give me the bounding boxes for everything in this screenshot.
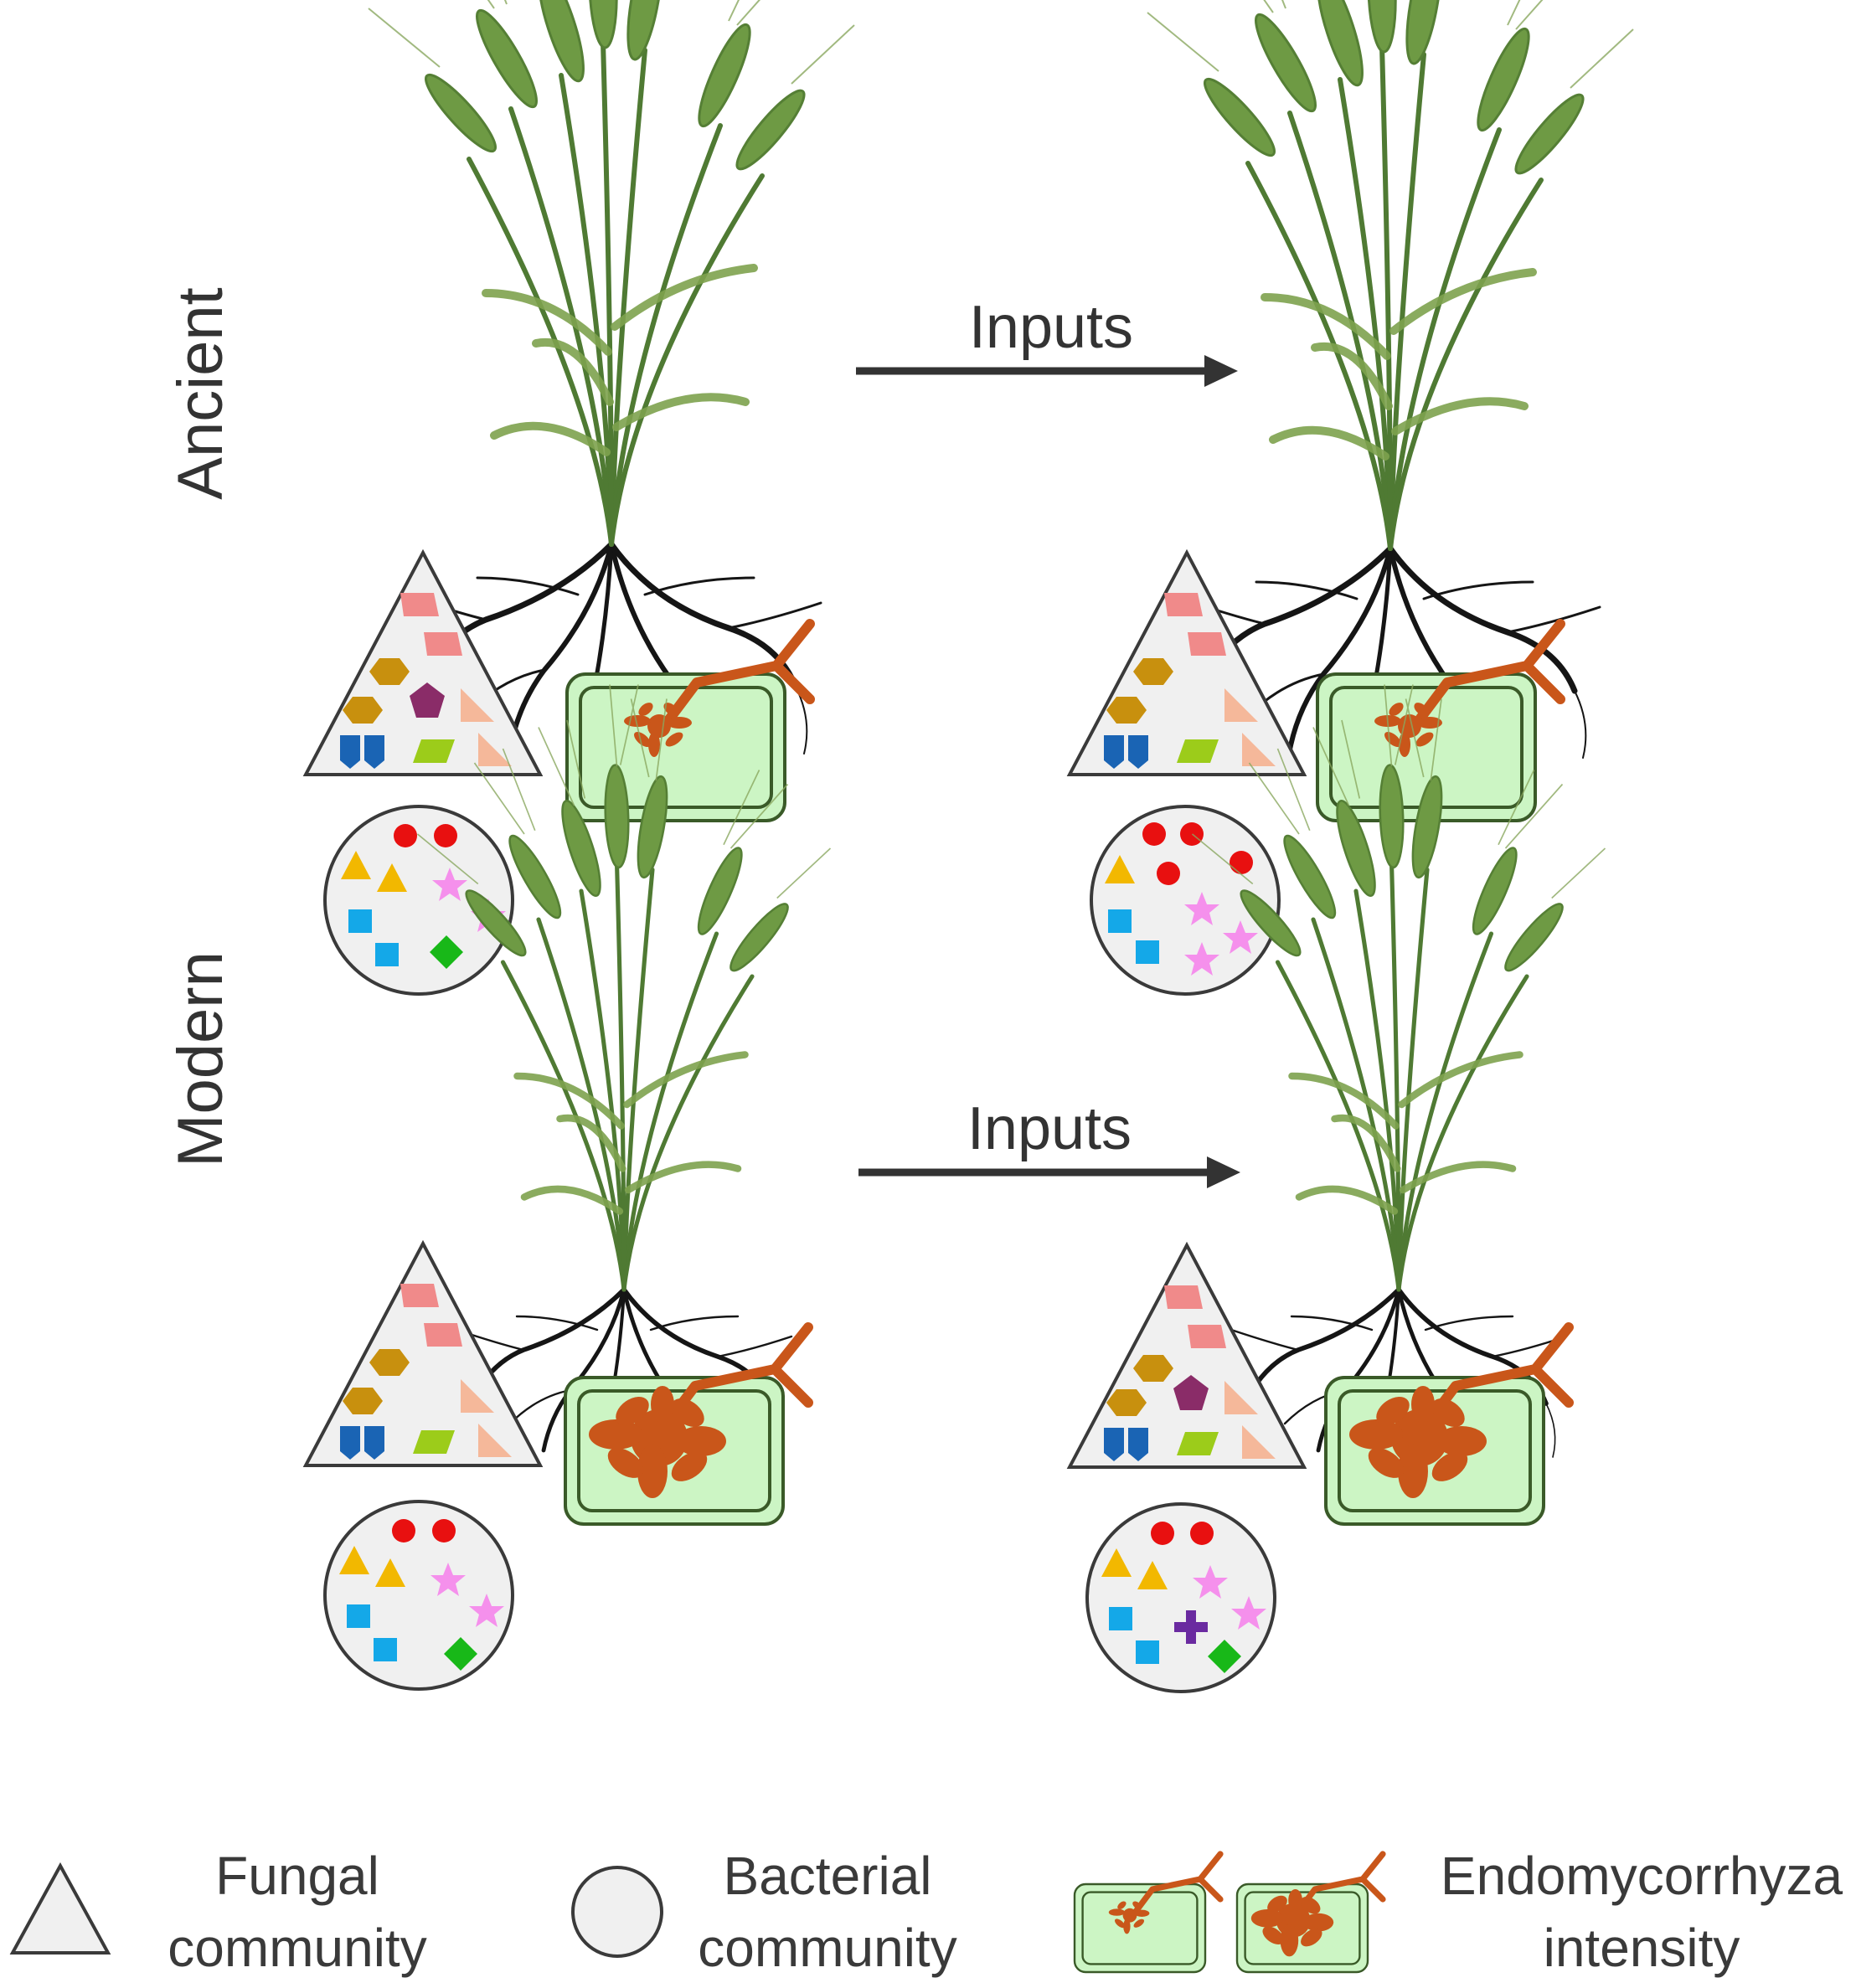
legend-cell-high-icon	[1235, 1854, 1383, 1974]
legend-fungal-line2: community	[168, 1918, 426, 1978]
legend-endomycorrhyza-line1: Endomycorrhyza	[1441, 1846, 1843, 1906]
legend-fungal-line1: Fungal	[215, 1846, 379, 1906]
legend-circle-icon	[571, 1866, 663, 1958]
bacterial-taxon-dot	[434, 824, 457, 847]
bacterial-taxon-square	[1136, 1640, 1159, 1664]
bacterial-circle-icon	[1085, 1502, 1276, 1693]
legend-bacterial-line1: Bacterial	[724, 1846, 932, 1906]
bacterial-taxon-dot	[1157, 862, 1180, 885]
fungal-taxon-trapezoid	[400, 1284, 439, 1307]
legend-endomycorrhyza: Endomycorrhyza intensity	[1073, 1846, 1843, 1978]
fungal-community-modern-after	[1068, 1244, 1306, 1469]
row-label-ancient: Ancient	[165, 287, 236, 500]
bacterial-taxon-square	[1108, 909, 1132, 933]
bacterial-taxon-dot	[1230, 851, 1253, 874]
bacterial-taxon-dot	[394, 824, 417, 847]
row-label-modern: Modern	[165, 951, 236, 1167]
root-cell-modern-before	[564, 1327, 808, 1526]
legend-bacterial: Bacterial community	[571, 1846, 957, 1978]
bacterial-taxon-square	[1136, 940, 1159, 964]
fungal-taxon-trapezoid	[424, 632, 462, 656]
inputs-arrow-modern: Inputs	[858, 1095, 1240, 1188]
fungal-community-ancient-before	[304, 551, 542, 776]
fungal-taxon-trapezoid	[1188, 1325, 1226, 1348]
legend-fungal: Fungal community	[9, 1846, 427, 1978]
bacterial-community-modern-after	[1085, 1502, 1276, 1693]
bacterial-circle-icon	[323, 1500, 514, 1691]
wheat-plant-icon	[369, 0, 854, 544]
bacterial-taxon-dot	[392, 1519, 415, 1543]
fungal-community-modern-before	[304, 1242, 542, 1467]
legend: Fungal community Bacterial community End…	[9, 1846, 1843, 1978]
legend-endomycorrhyza-line2: intensity	[1544, 1918, 1740, 1978]
bacterial-taxon-square	[374, 1638, 397, 1661]
fungal-community-ancient-after	[1068, 551, 1306, 776]
bacterial-taxon-dot	[432, 1519, 456, 1543]
legend-cell-low-icon	[1073, 1854, 1220, 1974]
fungal-taxon-trapezoid	[1164, 593, 1203, 616]
wheat-plant-icon	[1147, 0, 1633, 549]
bacterial-taxon-dot	[1142, 822, 1166, 846]
bacterial-taxon-square	[1109, 1607, 1132, 1630]
bacterial-taxon-dot	[1180, 822, 1204, 846]
bacterial-taxon-square	[375, 943, 399, 966]
fungal-taxon-trapezoid	[400, 593, 439, 616]
fungal-taxon-trapezoid	[1164, 1285, 1203, 1309]
inputs-label: Inputs	[969, 294, 1133, 361]
root-cell-modern-after	[1324, 1327, 1569, 1526]
inputs-label: Inputs	[967, 1095, 1132, 1162]
root-cell-icon	[565, 672, 786, 822]
bacterial-taxon-square	[348, 909, 372, 933]
legend-bacterial-line2: community	[698, 1918, 956, 1978]
legend-triangle-icon	[9, 1862, 111, 1955]
bacterial-community-modern-before	[323, 1500, 514, 1691]
inputs-arrow-ancient: Inputs	[856, 294, 1238, 387]
bacterial-taxon-dot	[1151, 1522, 1174, 1545]
bacterial-taxon-square	[347, 1604, 370, 1628]
plant-modern-after	[1193, 685, 1606, 1458]
fungal-taxon-trapezoid	[1188, 632, 1226, 656]
fungal-taxon-trapezoid	[424, 1323, 462, 1347]
bacterial-taxon-dot	[1190, 1522, 1214, 1545]
